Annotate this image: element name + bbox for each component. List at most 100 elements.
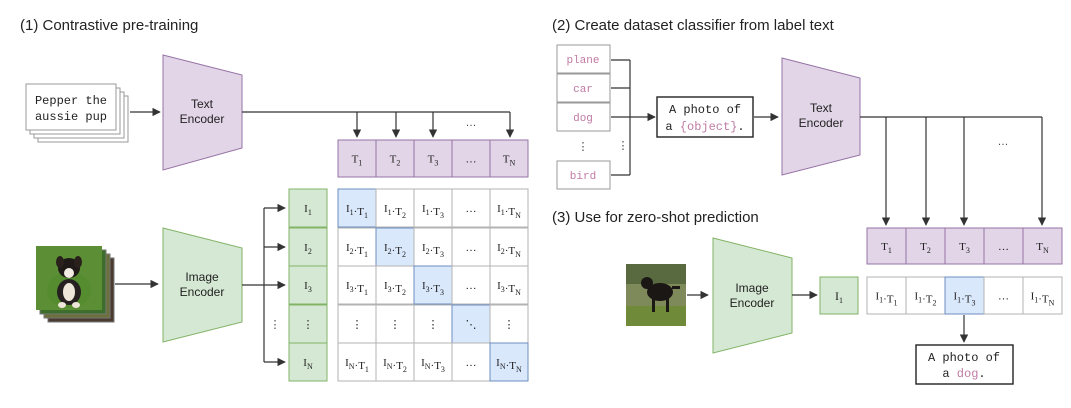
matrix-cell-r1-c1-label: I1·T1 xyxy=(346,203,368,220)
svg-text:Image: Image xyxy=(185,270,219,284)
label-list: plane car dog ⋮ bird xyxy=(556,44,611,190)
t2-token-2: T2 xyxy=(905,227,946,265)
t-token-4-label: … xyxy=(466,154,477,166)
matrix-cell-r1-c4: … xyxy=(451,188,491,228)
i-token-5: IN xyxy=(288,342,328,382)
svg-text:Encoder: Encoder xyxy=(180,285,225,299)
matrix-cell-r2-c1: I2·T1 xyxy=(337,227,377,267)
t2-token-2-label: T2 xyxy=(920,241,931,255)
matrix-cell-r3-c3-label: I3·T3 xyxy=(422,280,444,297)
t-token-3: T3 xyxy=(413,139,453,178)
matrix-cell-r1-c5-label: I1·TN xyxy=(497,203,521,220)
t2-token-1-label: T1 xyxy=(881,241,892,255)
label-text-2: car xyxy=(573,84,593,96)
t2-token-1: T1 xyxy=(866,227,907,265)
image-encoder-1: Image Encoder xyxy=(162,227,243,343)
t-token-4: … xyxy=(451,139,491,178)
matrix-cell-r2-c4-label: … xyxy=(466,242,477,254)
matrix-cell-r5-c1: IN·T1 xyxy=(337,342,377,382)
matrix-cell-r4-c5: ⋮ xyxy=(489,304,529,344)
svg-text:a dog.: a dog. xyxy=(942,367,985,381)
text-encoder-2: Text Encoder xyxy=(781,57,861,176)
t2-token-4-label: … xyxy=(998,241,1009,253)
template-object-token: {object} xyxy=(680,120,738,134)
svg-text:Text: Text xyxy=(191,97,214,111)
i-token-2: I2 xyxy=(288,227,328,267)
i-token-1-label: I1 xyxy=(304,203,312,217)
matrix-cell-r1-c4-label: … xyxy=(466,203,477,215)
product-cell-4-label: … xyxy=(998,291,1009,303)
matrix-cell-r4-c4: ⋱ xyxy=(451,304,491,344)
matrix-cell-r2-c3-label: I2·T3 xyxy=(422,242,444,259)
matrix-cell-r2-c2: I2·T2 xyxy=(375,227,415,267)
matrix-cell-r3-c1-label: I3·T1 xyxy=(346,280,368,297)
matrix-cell-r2-c3: I2·T3 xyxy=(413,227,453,267)
t-token-5: TN xyxy=(489,139,529,178)
matrix-cell-r1-c2: I1·T2 xyxy=(375,188,415,228)
svg-text:Encoder: Encoder xyxy=(180,112,225,126)
product-cell-5-label: I1·TN xyxy=(1031,291,1055,308)
matrix-cell-r1-c2-label: I1·T2 xyxy=(384,203,406,220)
t2-token-3-label: T3 xyxy=(959,241,970,255)
t2-token-5-label: TN xyxy=(1036,241,1049,255)
i-token-3-label: I3 xyxy=(304,280,312,294)
i-token-4-label: ⋮ xyxy=(303,319,314,331)
t-token-2-label: T2 xyxy=(390,154,401,168)
zero-shot-i-token: I1 xyxy=(819,276,859,315)
result-word: dog xyxy=(957,367,979,381)
section1-title: (1) Contrastive pre-training xyxy=(20,17,198,34)
t2-token-3: T3 xyxy=(944,227,985,265)
matrix-cell-r2-c4: … xyxy=(451,227,491,267)
matrix-cell-r3-c1: I3·T1 xyxy=(337,265,377,305)
label-item-2: car xyxy=(556,73,611,103)
label-item-5: bird xyxy=(556,160,611,190)
product-cell-5: I1·TN xyxy=(1022,276,1063,315)
matrix-cell-r3-c5-label: I3·TN xyxy=(497,280,521,297)
zero-shot-i-token-text: I1 xyxy=(835,289,843,305)
matrix-cell-r1-c3: I1·T3 xyxy=(413,188,453,228)
product-cell-3-label: I1·T3 xyxy=(953,291,975,308)
matrix-cell-r1-c5: I1·TN xyxy=(489,188,529,228)
label-ellipsis-side: ⋮ xyxy=(618,140,629,152)
label-item-3: dog xyxy=(556,102,611,132)
product-cell-3: I1·T3 xyxy=(944,276,985,315)
svg-text:Image: Image xyxy=(735,281,769,295)
svg-text:a {object}.: a {object}. xyxy=(665,120,744,134)
matrix-cell-r5-c4: … xyxy=(451,342,491,382)
svg-text:Encoder: Encoder xyxy=(799,116,844,130)
matrix-cell-r5-c1-label: IN·T1 xyxy=(345,357,369,374)
matrix-cell-r3-c4-label: … xyxy=(466,280,477,292)
matrix-cell-r5-c5-label: IN·TN xyxy=(496,357,522,374)
t2-token-4: … xyxy=(983,227,1024,265)
matrix-cell-r5-c2-label: IN·T2 xyxy=(383,357,407,374)
i-ellipsis-left: ⋮ xyxy=(270,319,281,331)
product-cell-2-label: I1·T2 xyxy=(914,291,936,308)
section2-title: (2) Create dataset classifier from label… xyxy=(552,17,835,34)
matrix-cell-r5-c5: IN·TN xyxy=(489,342,529,382)
t-token-1-label: T1 xyxy=(352,154,363,168)
i-token-2-label: I2 xyxy=(304,242,312,256)
section3-title: (3) Use for zero-shot prediction xyxy=(552,209,759,226)
matrix-cell-r5-c4-label: … xyxy=(466,357,477,369)
label-item-1: plane xyxy=(556,44,611,74)
label-text-5: bird xyxy=(570,171,596,183)
caption-line-1: Pepper the xyxy=(35,94,107,108)
matrix-cell-r3-c3: I3·T3 xyxy=(413,265,453,305)
dog-image-stack xyxy=(36,246,115,323)
i-token-4: ⋮ xyxy=(288,304,328,344)
prediction-result-box: A photo of a dog. xyxy=(915,344,1014,385)
t-ellipsis-top-2: … xyxy=(998,136,1009,148)
matrix-cell-r1-c1: I1·T1 xyxy=(337,188,377,228)
matrix-cell-r4-c3-label: ⋮ xyxy=(428,319,439,331)
svg-text:A photo of: A photo of xyxy=(928,351,1000,365)
matrix-cell-r4-c1-label: ⋮ xyxy=(352,319,363,331)
label-text-3: dog xyxy=(573,113,593,125)
zero-shot-dog-image xyxy=(626,264,686,326)
matrix-cell-r4-c2: ⋮ xyxy=(375,304,415,344)
product-cell-2: I1·T2 xyxy=(905,276,946,315)
i-token-3: I3 xyxy=(288,265,328,305)
label-text-4: ⋮ xyxy=(578,141,589,153)
svg-text:A photo of: A photo of xyxy=(669,103,741,117)
prompt-template-box: A photo of a {object}. xyxy=(656,96,754,138)
